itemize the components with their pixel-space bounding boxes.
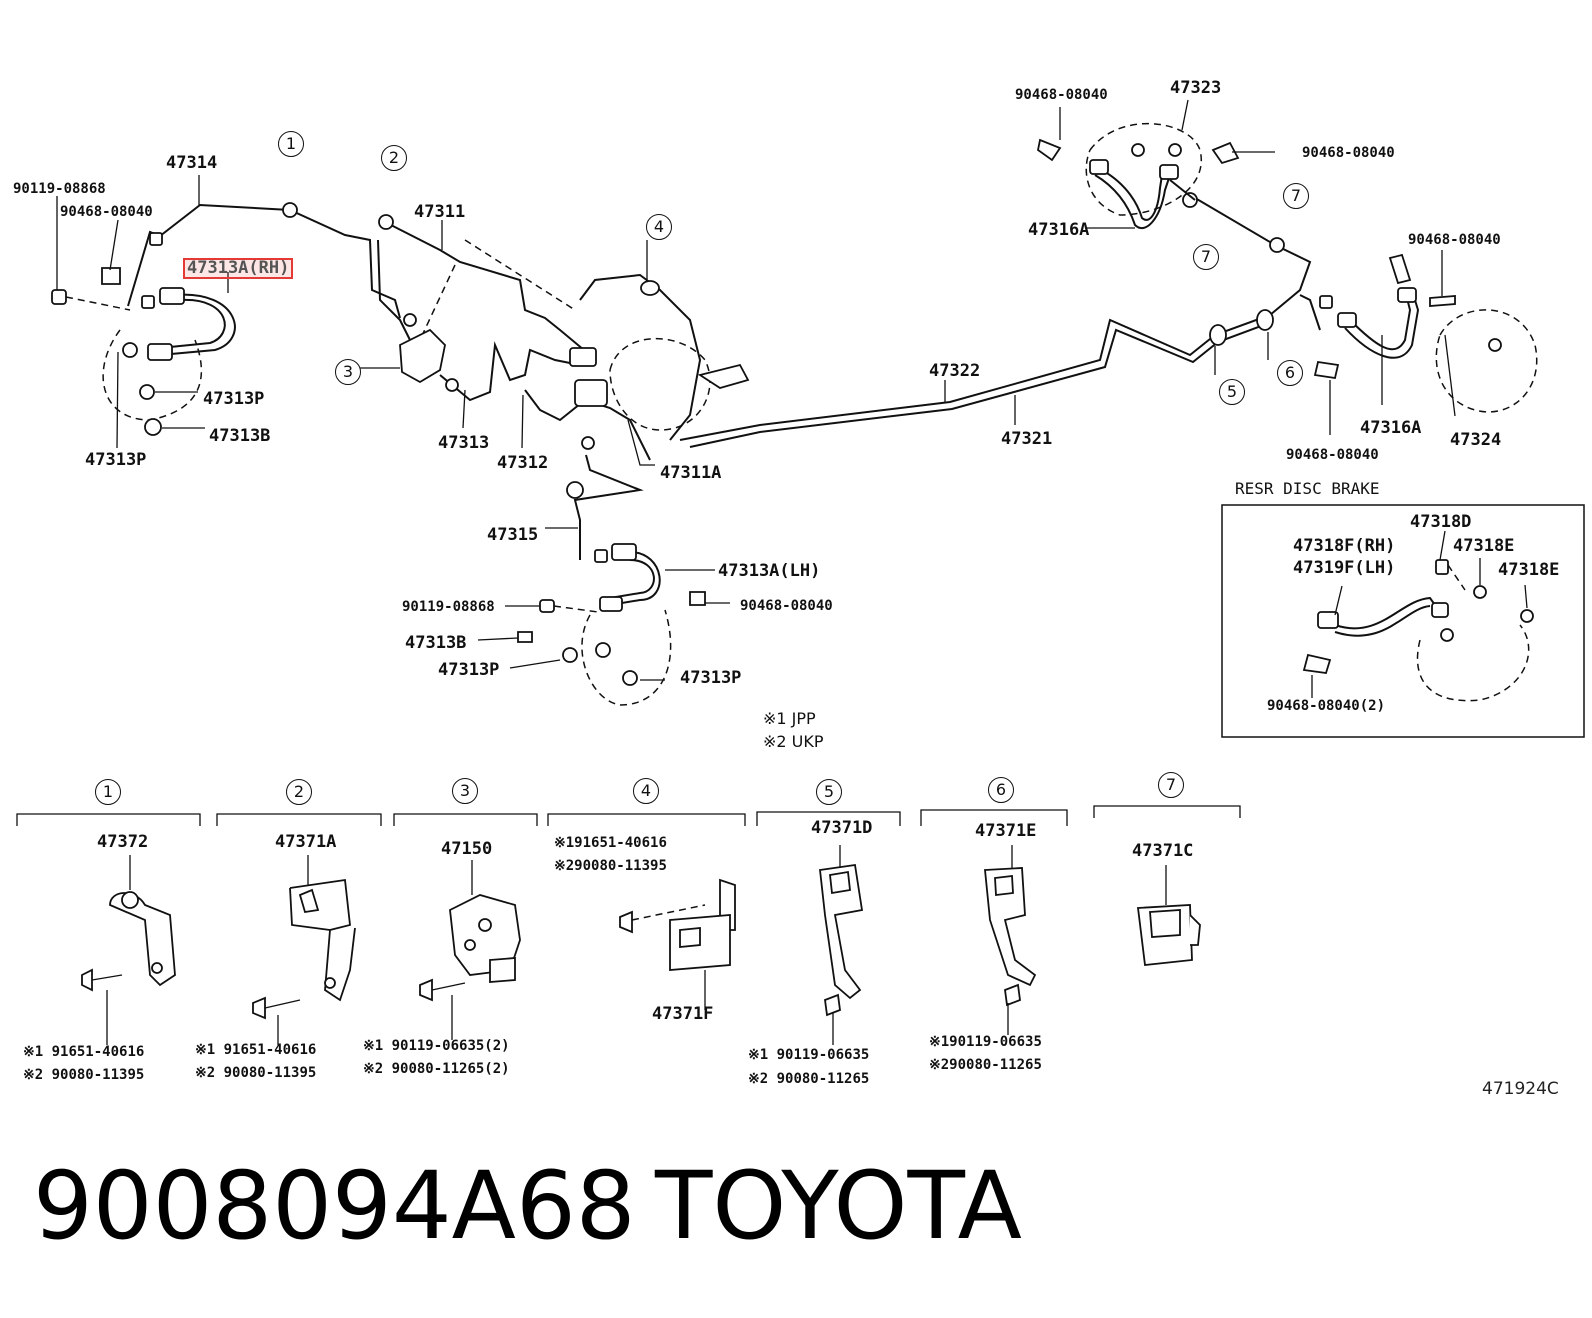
section-2-note-2: ※2 90080-11395 xyxy=(195,1065,317,1081)
label-90468-08040-top2: 90468-08040 xyxy=(1302,145,1395,161)
label-90468-08040-right: 90468-08040 xyxy=(1408,232,1501,248)
label-90119-08868-top: 90119-08868 xyxy=(13,181,106,197)
rear-left-hose xyxy=(517,543,706,706)
section-2-part: 47371A xyxy=(275,832,337,852)
label-47313: 47313 xyxy=(438,433,490,453)
part-number-title: 9008094A68 xyxy=(33,1152,636,1261)
label-47312: 47312 xyxy=(497,453,549,473)
label-47318D: 47318D xyxy=(1410,512,1472,532)
label-47316A-top: 47316A xyxy=(1028,220,1090,240)
callout-6: 6 xyxy=(1277,360,1303,386)
label-47318E-a: 47318E xyxy=(1453,536,1515,556)
clamp-47371D xyxy=(819,845,864,1045)
label-47313P-b: 47313P xyxy=(85,450,147,470)
label-90468-08040-top1: 90468-08040 xyxy=(1015,87,1108,103)
brand-title: TOYOTA xyxy=(655,1152,1022,1261)
label-47313B-a: 47313B xyxy=(209,426,271,446)
section-brackets xyxy=(16,805,1241,826)
label-47313P-a: 47313P xyxy=(203,389,265,409)
section-4-note-1: ※191651-40616 xyxy=(554,835,667,851)
callout-2: 2 xyxy=(381,145,407,171)
section-callout-5: 5 xyxy=(816,779,842,805)
rear-right-hose xyxy=(1299,253,1538,413)
label-47311: 47311 xyxy=(414,202,466,222)
label-90119-08868-mid: 90119-08868 xyxy=(402,599,495,615)
front-left-hose xyxy=(51,232,236,436)
section-7-part: 47371C xyxy=(1132,841,1194,861)
label-90468-08040-right-low: 90468-08040 xyxy=(1286,447,1379,463)
label-90468-08040-mid: 90468-08040 xyxy=(740,598,833,614)
clamp-47372 xyxy=(81,855,176,1045)
callout-7b: 7 xyxy=(1193,244,1219,270)
rear-upper-hose xyxy=(1037,122,1240,230)
brake-line-47315 xyxy=(545,454,644,560)
section-4-part: 47371F xyxy=(652,1004,714,1024)
callout-4: 4 xyxy=(646,214,672,240)
clamp-47371A xyxy=(252,855,356,1045)
label-90468-08040-2: 90468-08040(2) xyxy=(1267,698,1386,714)
clamp-47371F xyxy=(619,878,736,1010)
inset-rear-disc-hose xyxy=(1302,559,1534,702)
section-5-part: 47371D xyxy=(811,818,873,838)
master-cylinder-booster xyxy=(569,273,750,450)
highlighted-part-label[interactable]: 47313A(RH) xyxy=(183,258,294,279)
callout-5: 5 xyxy=(1219,379,1245,405)
label-47321: 47321 xyxy=(1001,429,1053,449)
label-47318E-b: 47318E xyxy=(1498,560,1560,580)
section-callout-3: 3 xyxy=(452,778,478,804)
label-47324: 47324 xyxy=(1450,430,1502,450)
callout-1: 1 xyxy=(278,131,304,157)
callout-7a: 7 xyxy=(1283,183,1309,209)
section-3-note-1: ※1 90119-06635(2) xyxy=(363,1038,510,1054)
section-callout-1: 1 xyxy=(95,779,121,805)
section-5-note-2: ※2 90080-11265 xyxy=(748,1071,870,1087)
proportioning-valve xyxy=(399,313,459,392)
label-47311A: 47311A xyxy=(660,463,722,483)
inset-title: RESR DISC BRAKE xyxy=(1235,479,1380,498)
section-1-note-1: ※1 91651-40616 xyxy=(23,1044,145,1060)
section-3-part: 47150 xyxy=(441,839,493,859)
brake-line-47321-47322 xyxy=(679,192,1312,448)
callout-3: 3 xyxy=(335,359,361,385)
section-1-part: 47372 xyxy=(97,832,149,852)
section-6-note-1: ※190119-06635 xyxy=(929,1034,1042,1050)
label-47313P-mid-b: 47313P xyxy=(680,668,742,688)
section-callout-7: 7 xyxy=(1158,772,1184,798)
valve-47150 xyxy=(419,860,521,1040)
label-47315: 47315 xyxy=(487,525,539,545)
label-47319F-LH: 47319F(LH) xyxy=(1293,558,1396,578)
section-callout-6: 6 xyxy=(988,777,1014,803)
label-47314: 47314 xyxy=(166,153,218,173)
section-1-note-2: ※2 90080-11395 xyxy=(23,1067,145,1083)
label-47318F-RH: 47318F(RH) xyxy=(1293,536,1396,556)
section-2-note-1: ※1 91651-40616 xyxy=(195,1042,317,1058)
note-jpp: ※1 JPP xyxy=(763,709,816,728)
label-47322: 47322 xyxy=(929,361,981,381)
clamp-47371C xyxy=(1136,865,1201,966)
label-90468-08040-top-left: 90468-08040 xyxy=(60,204,153,220)
section-4-note-2: ※290080-11395 xyxy=(554,858,667,874)
section-3-note-2: ※2 90080-11265(2) xyxy=(363,1061,510,1077)
section-callout-4: 4 xyxy=(633,778,659,804)
label-47313B-mid: 47313B xyxy=(405,633,467,653)
section-5-note-1: ※1 90119-06635 xyxy=(748,1047,870,1063)
section-6-note-2: ※290080-11265 xyxy=(929,1057,1042,1073)
section-callout-2: 2 xyxy=(286,779,312,805)
section-6-part: 47371E xyxy=(975,821,1037,841)
label-47323: 47323 xyxy=(1170,78,1222,98)
label-47316A-right: 47316A xyxy=(1360,418,1422,438)
label-47313A-LH: 47313A(LH) xyxy=(718,561,821,581)
note-ukp: ※2 UKP xyxy=(763,732,824,751)
clamp-47371E xyxy=(984,845,1037,1035)
label-47313P-mid-a: 47313P xyxy=(438,660,500,680)
figure-reference: 471924C xyxy=(1482,1079,1559,1099)
